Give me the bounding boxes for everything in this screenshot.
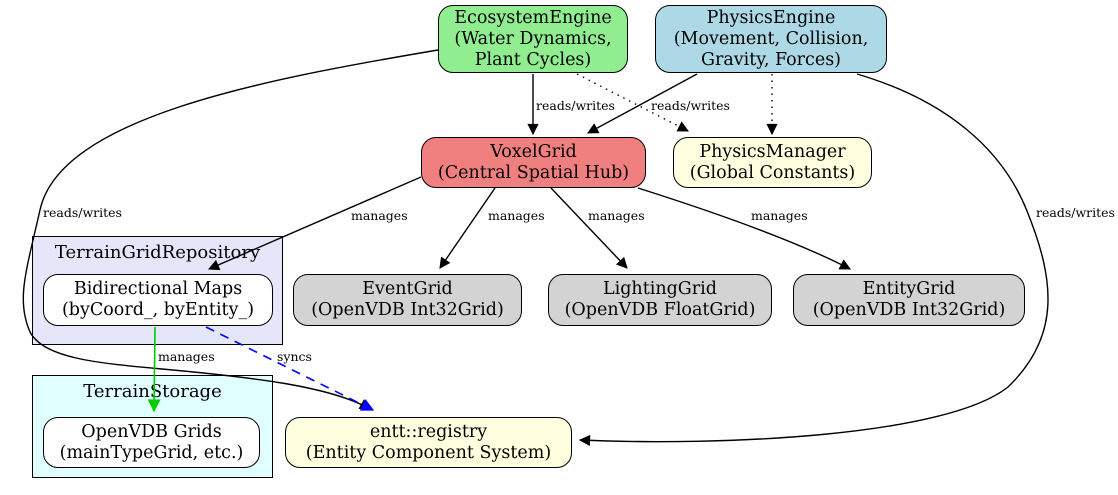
node-ecosystem-engine-title: EcosystemEngine <box>454 7 612 28</box>
node-physics-engine: PhysicsEngine (Movement, Collision, Grav… <box>655 5 887 73</box>
edge-label-reads-writes-physics-entt: reads/writes <box>1036 205 1115 220</box>
edge-ecosystem-to-entt <box>22 49 439 410</box>
node-voxel-grid: VoxelGrid (Central Spatial Hub) <box>421 137 646 188</box>
node-physics-engine-sub1: (Movement, Collision, <box>673 28 869 49</box>
node-entity-grid-title: EntityGrid <box>862 279 956 299</box>
node-voxel-grid-title: VoxelGrid <box>490 141 577 162</box>
node-physics-manager-title: PhysicsManager <box>699 141 846 162</box>
node-physics-manager: PhysicsManager (Global Constants) <box>673 137 872 188</box>
node-lighting-grid-sub: (OpenVDB FloatGrid) <box>564 300 756 320</box>
edge-label-reads-writes-physics-voxel: reads/writes <box>651 98 730 113</box>
edge-voxel-to-lighting <box>550 187 628 269</box>
edge-label-manages-openvdb: manages <box>158 349 215 364</box>
node-entity-grid-sub: (OpenVDB Int32Grid) <box>812 300 1006 320</box>
node-bidirectional-maps-title: Bidirectional Maps <box>73 279 243 299</box>
edge-label-manages-bidirectional: manages <box>351 208 408 223</box>
edge-label-manages-lighting: manages <box>588 208 645 223</box>
node-entt-registry-title: entt::registry <box>369 421 488 442</box>
node-ecosystem-engine-sub2: Plant Cycles) <box>474 49 592 70</box>
edge-voxel-to-event <box>439 187 496 269</box>
edge-label-reads-writes-ecosystem-entt: reads/writes <box>43 205 122 220</box>
node-openvdb-grids: OpenVDB Grids (mainTypeGrid, etc.) <box>43 417 260 468</box>
node-event-grid: EventGrid (OpenVDB Int32Grid) <box>293 274 522 326</box>
edge-label-syncs: syncs <box>277 349 312 364</box>
node-lighting-grid-title: LightingGrid <box>603 279 717 299</box>
edge-label-manages-entity: manages <box>751 208 808 223</box>
cluster-label-terrain-grid-repository: TerrainGridRepository <box>54 242 261 263</box>
edge-label-reads-writes-ecosystem-voxel: reads/writes <box>536 98 615 113</box>
edge-physics-to-entt <box>578 73 1049 447</box>
cluster-label-terrain-storage: TerrainStorage <box>83 381 222 402</box>
node-lighting-grid: LightingGrid (OpenVDB FloatGrid) <box>548 274 772 326</box>
node-physics-engine-title: PhysicsEngine <box>706 7 836 28</box>
node-openvdb-grids-title: OpenVDB Grids <box>81 421 222 442</box>
node-entt-registry-sub: (Entity Component System) <box>305 442 552 463</box>
node-physics-manager-sub: (Global Constants) <box>689 162 856 183</box>
node-bidirectional-maps: Bidirectional Maps (byCoord_, byEntity_) <box>43 274 273 326</box>
node-entt-registry: entt::registry (Entity Component System) <box>285 417 572 468</box>
node-event-grid-sub: (OpenVDB Int32Grid) <box>311 300 504 320</box>
node-openvdb-grids-sub: (mainTypeGrid, etc.) <box>59 442 244 463</box>
node-ecosystem-engine-sub1: (Water Dynamics, <box>454 28 612 49</box>
node-ecosystem-engine: EcosystemEngine (Water Dynamics, Plant C… <box>438 5 628 73</box>
edge-voxel-to-entity <box>637 187 851 270</box>
node-physics-engine-sub2: Gravity, Forces) <box>700 49 842 70</box>
node-entity-grid: EntityGrid (OpenVDB Int32Grid) <box>793 274 1025 326</box>
edge-label-manages-event: manages <box>488 208 545 223</box>
node-event-grid-title: EventGrid <box>362 279 453 299</box>
node-voxel-grid-sub: (Central Spatial Hub) <box>437 162 630 183</box>
node-bidirectional-maps-sub: (byCoord_, byEntity_) <box>61 300 255 320</box>
